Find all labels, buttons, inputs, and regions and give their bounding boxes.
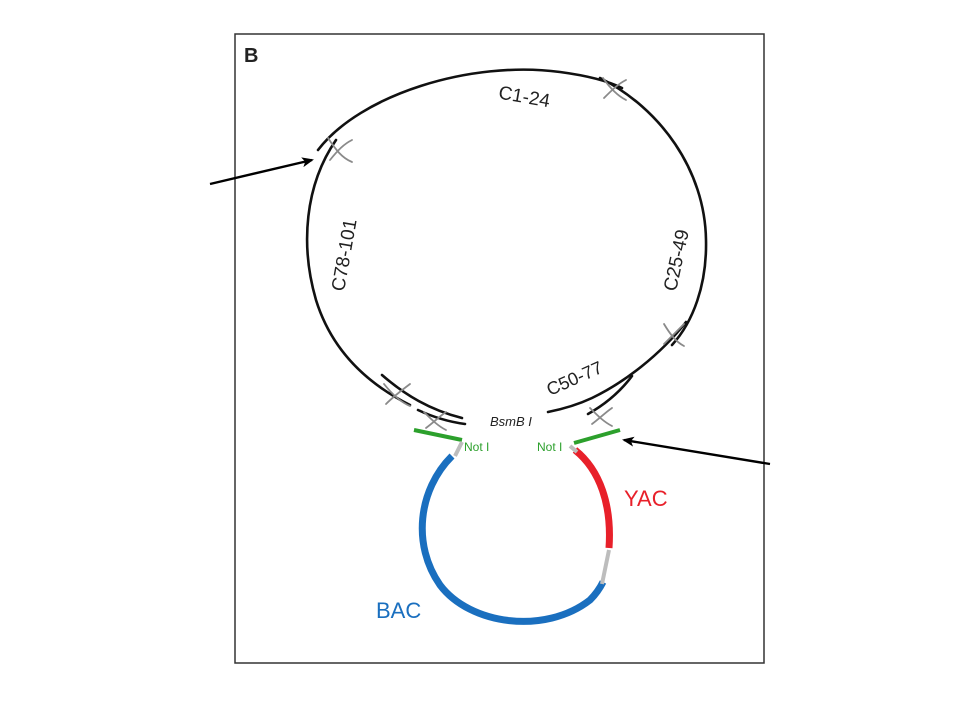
panel-frame (234, 33, 765, 664)
label-c1-24: C1-24 (497, 83, 552, 113)
fragment-lower-left-b (416, 408, 467, 426)
yac-arc (572, 447, 613, 549)
overlap-crosses (327, 77, 685, 431)
fragment-c78-101 (305, 138, 412, 407)
not-site-right (573, 428, 621, 445)
label-c78-101: C78-101 (328, 217, 361, 292)
cross-icon (663, 323, 685, 347)
label-not-right: Not I (537, 440, 562, 454)
genome-fragments (305, 68, 708, 426)
grey-link-bottom (600, 549, 611, 585)
cross-icon (589, 407, 613, 427)
fragment-c25-49 (598, 76, 708, 347)
cross-icon (383, 383, 411, 407)
fragment-c50-77-end (586, 374, 634, 416)
cross-icon (423, 411, 447, 431)
bac-arc (418, 453, 607, 625)
label-yac: YAC (624, 486, 668, 511)
panel-label: B (244, 45, 258, 67)
cross-icon (602, 77, 627, 101)
label-c25-49: C25-49 (660, 228, 693, 293)
label-c50-77: C50-77 (543, 357, 605, 399)
not-site-left (413, 428, 463, 442)
vector-circle (418, 441, 613, 625)
label-bac: BAC (376, 598, 421, 623)
label-bsmb-site: BsmB I (490, 414, 532, 429)
arrow-left (209, 157, 314, 186)
grey-link-right (568, 444, 579, 454)
fragment-c50-77 (546, 320, 688, 414)
fragment-c1-24 (316, 68, 624, 152)
label-not-left: Not I (464, 440, 489, 454)
fragment-lower-left (380, 373, 464, 420)
cross-icon (327, 137, 353, 163)
arrow-right (622, 436, 771, 466)
grey-link-left (453, 441, 464, 457)
